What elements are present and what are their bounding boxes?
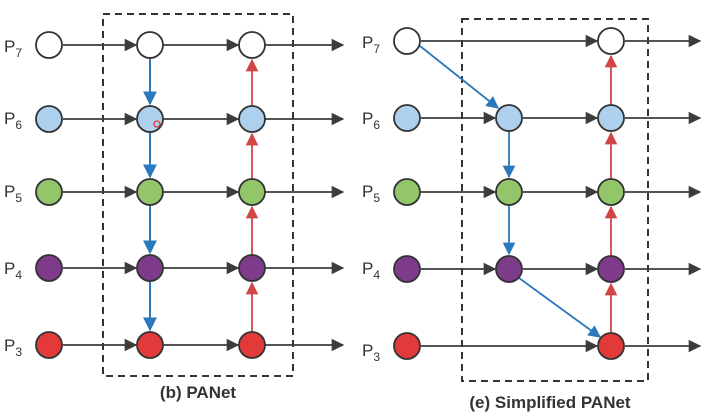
panet-node-p3-input — [35, 331, 63, 359]
simplified-node-p4-topdown — [495, 255, 523, 283]
panet-label-p5: P5 — [4, 182, 22, 205]
simplified-node-p6-output — [597, 104, 625, 132]
panet-cursor-dot — [153, 120, 161, 128]
simplified-node-p3-output — [597, 332, 625, 360]
panet-node-p6-topdown — [136, 105, 164, 133]
panet-label-p4: P4 — [4, 259, 22, 282]
panet-node-p5-output — [238, 178, 266, 206]
panet-node-p5-topdown — [136, 178, 164, 206]
panet-node-p4-topdown — [136, 254, 164, 282]
simplified-node-p7-output — [597, 27, 625, 55]
panet-node-p7-input — [35, 31, 63, 59]
panet-node-p7-topdown — [136, 31, 164, 59]
simplified-node-p7-input — [393, 27, 421, 55]
panet-label-p7: P7 — [4, 37, 22, 60]
panet-node-p3-topdown — [136, 331, 164, 359]
simplified-panet-caption: (e) Simplified PANet — [469, 393, 631, 412]
simplified-topdown-arrow-4-3 — [518, 277, 602, 338]
simplified-label-p4: P4 — [362, 259, 380, 282]
simplified-node-p5-topdown — [495, 178, 523, 206]
simplified-node-p4-input — [393, 255, 421, 283]
panet-node-p3-output — [238, 331, 266, 359]
simplified-topdown-arrow-7-6 — [419, 45, 499, 109]
simplified-node-p6-input — [393, 104, 421, 132]
panet-caption: (b) PANet — [160, 383, 237, 402]
panet-node-p4-input — [35, 254, 63, 282]
simplified-node-p4-output — [597, 255, 625, 283]
panet-label-p3: P3 — [4, 336, 22, 359]
panet-node-p6-input — [35, 105, 63, 133]
simplified-label-p6: P6 — [362, 109, 380, 132]
panel-simplified-panet: P7 P6 P5 P4 P3 — [362, 18, 702, 412]
panet-node-p7-output — [238, 31, 266, 59]
simplified-node-p5-output — [597, 178, 625, 206]
simplified-node-p5-input — [393, 178, 421, 206]
panet-label-p6: P6 — [4, 109, 22, 132]
panet-node-p4-output — [238, 254, 266, 282]
simplified-node-p3-input — [393, 332, 421, 360]
simplified-node-p6-topdown — [495, 104, 523, 132]
simplified-label-p3: P3 — [362, 341, 380, 364]
simplified-panet-dashed-box — [461, 18, 649, 382]
panet-node-p6-output — [238, 105, 266, 133]
simplified-label-p7: P7 — [362, 33, 380, 56]
simplified-label-p5: P5 — [362, 182, 380, 205]
panel-panet: P7 P6 P5 P4 P3 — [4, 13, 345, 402]
panet-node-p5-input — [35, 178, 63, 206]
